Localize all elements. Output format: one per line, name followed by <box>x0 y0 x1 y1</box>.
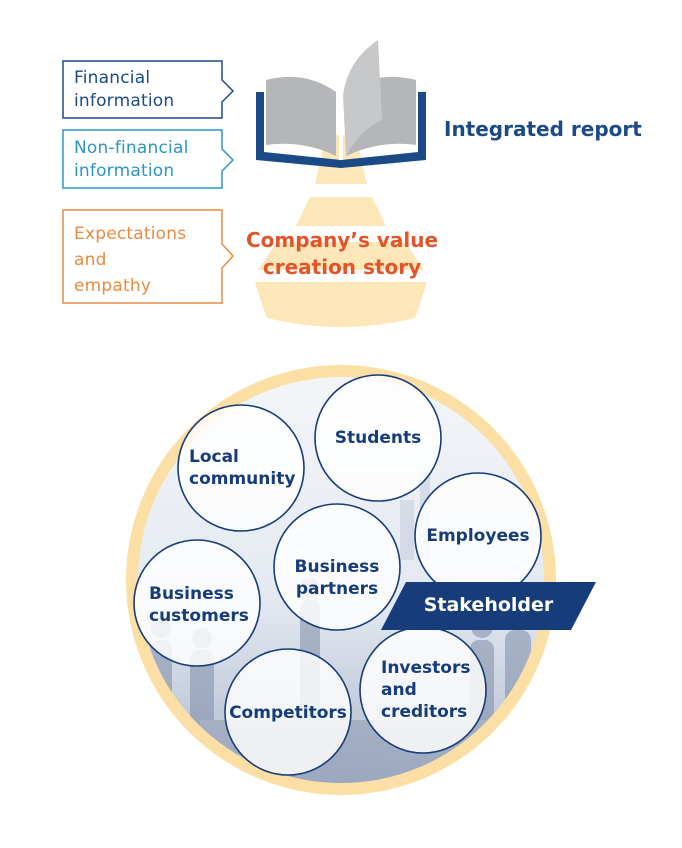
business-partners-line-2: partners <box>295 579 379 599</box>
callout-non-financial-line-1: Non-financial <box>74 138 189 158</box>
investors-line-3: creditors <box>381 702 468 722</box>
callout-box-expectations <box>62 209 235 304</box>
local-community-line-1: Local <box>189 447 239 467</box>
book-icon <box>256 40 426 168</box>
callout-expectations-line-2: and <box>74 250 107 270</box>
integrated-report-label: Integrated report <box>444 117 642 141</box>
callout-financial-line-2: information <box>74 91 175 111</box>
stakeholder-label-employees: Employees <box>418 525 538 547</box>
investors-line-2: and <box>381 680 417 700</box>
callout-non-financial: Non-financial information <box>63 130 222 188</box>
stakeholder-banner-label: Stakeholder <box>423 594 554 616</box>
competitors-text: Competitors <box>229 703 347 723</box>
value-creation-story-label: Company’s value creation story <box>246 227 438 281</box>
callout-non-financial-line-2: information <box>74 161 175 181</box>
callout-expectations-line-1: Expectations <box>74 224 187 244</box>
stakeholder-banner <box>381 582 596 630</box>
local-community-line-2: community <box>189 469 296 489</box>
story-line-2: creation story <box>262 255 422 279</box>
callout-box-financial <box>62 60 235 119</box>
callout-box-non-financial <box>62 129 235 189</box>
stakeholder-label-competitors: Competitors <box>228 702 348 724</box>
circle-local-community <box>177 404 305 532</box>
callout-expectations-line-3: empathy <box>74 276 152 296</box>
circle-competitors <box>224 648 352 776</box>
story-line-1: Company’s value <box>246 228 439 252</box>
callout-financial: Financial information <box>63 61 222 118</box>
callout-financial-line-1: Financial <box>74 68 151 88</box>
stakeholder-label-business-partners: Business partners <box>277 556 397 600</box>
stakeholder-label-business-customers: Business customers <box>137 583 269 627</box>
stakeholder-label-students: Students <box>318 427 438 449</box>
investors-line-1: Investors <box>381 658 471 678</box>
business-partners-line-1: Business <box>294 557 380 577</box>
stakeholder-label-investors: Investors and creditors <box>363 657 501 723</box>
circle-business-partners <box>273 503 401 631</box>
stakeholder-label-local-community: Local community <box>181 446 309 490</box>
circle-students <box>314 374 442 502</box>
students-text: Students <box>334 428 422 448</box>
light-beam <box>255 135 427 327</box>
circle-business-customers <box>133 539 261 667</box>
business-customers-line-2: customers <box>149 606 249 626</box>
callout-expectations: Expectations and empathy <box>63 210 222 303</box>
business-customers-line-1: Business <box>149 584 234 604</box>
employees-text: Employees <box>426 526 530 546</box>
stakeholder-circles <box>133 374 542 776</box>
